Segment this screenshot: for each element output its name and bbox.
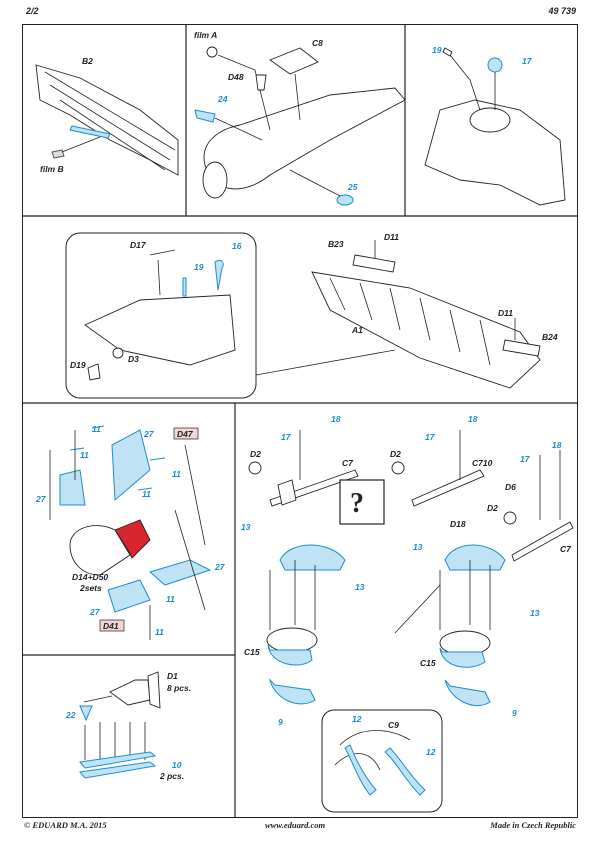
question-mark-box: ? — [350, 488, 364, 519]
label-18-left: 18 — [331, 414, 341, 424]
footer-copyright: © EDUARD M.A. 2015 — [24, 820, 107, 830]
label-19-tail: 19 — [194, 262, 204, 272]
label-2sets: 2sets — [79, 583, 102, 593]
label-d19: D19 — [70, 360, 86, 370]
label-17-right-a: 17 — [425, 432, 436, 442]
label-d11-right: D11 — [498, 308, 513, 318]
label-25: 25 — [347, 182, 358, 192]
label-c15-left: C15 — [244, 647, 260, 657]
label-11-d: 11 — [142, 489, 151, 499]
label-27-d: 27 — [89, 607, 101, 617]
label-11-c: 11 — [172, 469, 181, 479]
label-11-b: 11 — [80, 450, 89, 460]
label-a1: A1 — [351, 325, 363, 335]
d41-box — [99, 619, 125, 632]
label-d6: D6 — [505, 482, 516, 492]
label-17: 17 — [522, 56, 533, 66]
panel-tail-detail — [65, 232, 257, 399]
label-18-right-b: 18 — [552, 440, 562, 450]
panel-bombs — [79, 671, 161, 779]
label-d2-right-a: D2 — [390, 449, 401, 459]
label-11-f: 11 — [155, 627, 164, 637]
label-d48: D48 — [228, 72, 244, 82]
panel-c9 — [321, 709, 443, 813]
label-11-a: 11 — [92, 424, 101, 434]
label-10: 10 — [172, 760, 182, 770]
label-b24: B24 — [542, 332, 558, 342]
label-c7-left: C7 — [342, 458, 354, 468]
label-17-left: 17 — [281, 432, 292, 442]
label-9-left: 9 — [278, 717, 283, 727]
label-27-b: 27 — [35, 494, 47, 504]
label-d11-top: D11 — [384, 232, 399, 242]
label-18-right-a: 18 — [468, 414, 478, 424]
panel-cockpit — [424, 47, 566, 206]
label-d1: D1 — [167, 671, 178, 681]
label-16: 16 — [232, 241, 242, 251]
label-b2: B2 — [82, 56, 93, 66]
label-c710: C710 — [472, 458, 493, 468]
product-code: 49 739 — [548, 6, 576, 16]
label-12-b: 12 — [426, 747, 436, 757]
label-d41: D41 — [103, 621, 119, 631]
label-11-e: 11 — [166, 594, 175, 604]
page-number: 2/2 — [26, 6, 39, 16]
panel-wing — [311, 240, 541, 389]
label-d2-right-b: D2 — [487, 503, 498, 513]
label-d18: D18 — [450, 519, 466, 529]
label-13-left-a: 13 — [241, 522, 251, 532]
label-19: 19 — [432, 45, 442, 55]
footer-origin: Made in Czech Republic — [490, 820, 576, 830]
label-d14-d50: D14+D50 — [72, 572, 108, 582]
label-c15-right: C15 — [420, 658, 436, 668]
label-b23: B23 — [328, 239, 344, 249]
footer-website: www.eduard.com — [265, 820, 326, 830]
panel-wheel — [49, 425, 212, 640]
label-13-right-a: 13 — [413, 542, 423, 552]
label-27-c: 27 — [214, 562, 226, 572]
label-13-right-b: 13 — [530, 608, 540, 618]
label-9-right: 9 — [512, 708, 517, 718]
d47-box — [173, 427, 199, 440]
label-film-a: film A — [194, 30, 217, 40]
panel-gun-ring-left — [248, 430, 385, 705]
label-2pcs: 2 pcs. — [159, 771, 184, 781]
label-22: 22 — [65, 710, 76, 720]
label-13-left-b: 13 — [355, 582, 365, 592]
label-d47: D47 — [177, 429, 194, 439]
label-c7-right: C7 — [560, 544, 572, 554]
label-c8: C8 — [312, 38, 323, 48]
panel-fuselage — [194, 46, 406, 206]
label-d17: D17 — [130, 240, 147, 250]
label-8pcs: 8 pcs. — [167, 683, 191, 693]
label-d3: D3 — [128, 354, 139, 364]
label-12-a: 12 — [352, 714, 362, 724]
label-film-b: film B — [40, 164, 64, 174]
label-d2-left: D2 — [250, 449, 261, 459]
label-27-a: 27 — [143, 429, 155, 439]
label-17-right-b: 17 — [520, 454, 531, 464]
panel-b2 — [35, 64, 179, 176]
panel-gun-ring-right — [391, 430, 574, 707]
label-c9: C9 — [388, 720, 399, 730]
label-24: 24 — [217, 94, 228, 104]
instruction-frame — [22, 24, 578, 818]
